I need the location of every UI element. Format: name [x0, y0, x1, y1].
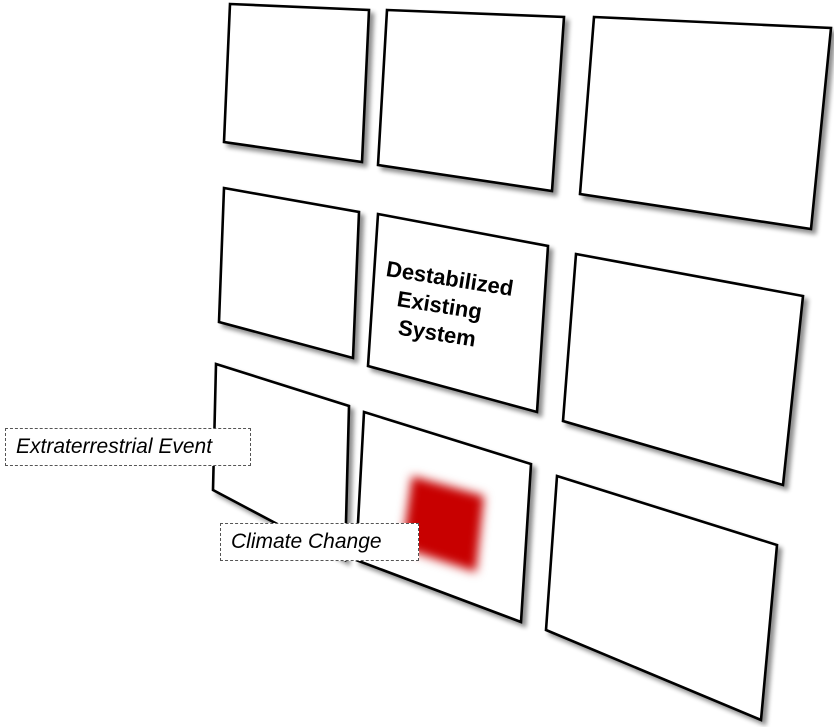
panel-r1-c2	[376, 8, 566, 193]
panel-r2-c2	[366, 212, 550, 414]
panel-r2-c3	[561, 252, 805, 487]
panel-r2-c1	[217, 186, 361, 360]
panel-r3-c3	[544, 474, 779, 722]
callout-extraterrestrial-event: Extraterrestrial Event	[5, 428, 251, 466]
panel-r1-c3	[578, 15, 833, 231]
callout-climate-change: Climate Change	[220, 523, 419, 561]
panel-r1-c1	[222, 2, 371, 164]
highlight-square	[402, 476, 484, 572]
center-label: Destabilized Existing System	[384, 256, 515, 352]
